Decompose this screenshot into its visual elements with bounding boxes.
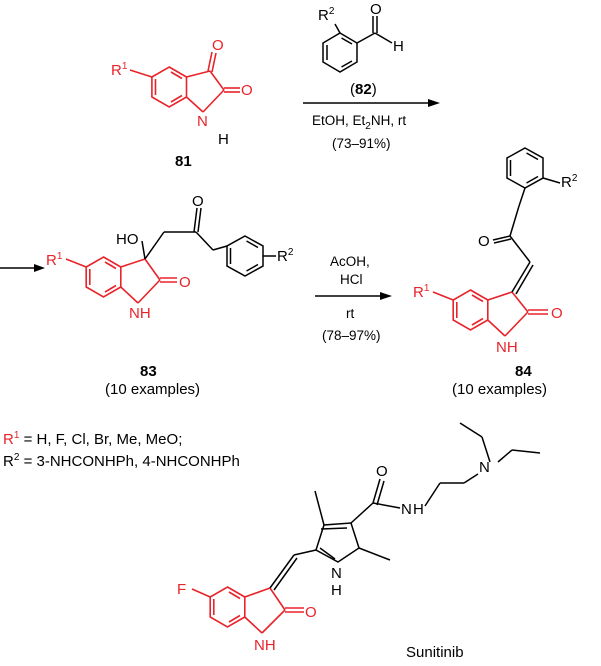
compound-83-ketone-o: O <box>192 193 204 210</box>
sunitinib-label: Sunitinib <box>406 644 464 661</box>
benzaldehyde-h: H <box>393 38 404 55</box>
sunitinib-oxindole-o: O <box>305 604 317 621</box>
step2-temperature: rt <box>346 306 354 321</box>
reagent-82-label: (82) <box>350 81 377 98</box>
reaction-arrow-step1 <box>303 99 440 107</box>
sunitinib-f: F <box>177 581 186 598</box>
step2-reagent-2: HCl <box>340 272 363 287</box>
sunitinib-amide-n: N <box>401 501 412 518</box>
compound-84-nh: NH <box>496 339 518 356</box>
compound-83-label: 83 <box>140 363 157 380</box>
sunitinib-amide-h: H <box>413 501 424 518</box>
benzaldehyde-o: O <box>370 1 382 18</box>
compound-83-amide-o: O <box>179 274 191 291</box>
step1-conditions: EtOH, Et2NH, rt <box>312 113 406 132</box>
compound-81-amide-o: O <box>241 82 253 99</box>
step2-yield: (78–97%) <box>322 328 381 343</box>
sunitinib-pyrrole-chain <box>269 422 541 591</box>
continuation-arrow <box>0 264 45 272</box>
compound-81-n: N <box>197 113 208 130</box>
compound-81-ketone-o: O <box>212 37 224 54</box>
sunitinib-oxindole <box>191 586 304 634</box>
compound-83-r2-label: R2 <box>277 247 294 265</box>
compound-84-sidechain <box>492 147 561 295</box>
compound-83-nh: NH <box>129 305 151 322</box>
r1-definition: R1 = H, F, Cl, Br, Me, MeO; <box>3 430 182 448</box>
benzaldehyde-82-structure <box>322 16 393 73</box>
compound-84-ketone-o: O <box>478 233 490 250</box>
compound-81-h: H <box>218 131 229 148</box>
compound-84-r1-label: R1 <box>413 283 430 301</box>
compound-84-structure <box>432 289 548 337</box>
compound-84-label: 84 <box>515 363 532 380</box>
compound-84-amide-o: O <box>551 305 563 322</box>
compound-83-note: (10 examples) <box>105 381 200 398</box>
sunitinib-amine-n: N <box>479 459 490 476</box>
compound-83-ho: HO <box>116 231 139 248</box>
compound-84-note: (10 examples) <box>452 381 547 398</box>
compound-83-structure <box>65 256 177 304</box>
compound-83-r1-label: R1 <box>46 251 63 269</box>
compound-84-r2-label: R2 <box>561 173 578 191</box>
step2-reagent-1: AcOH, <box>330 254 370 269</box>
reaction-arrow-step2 <box>315 292 392 300</box>
compound-81-r-label: R1 <box>111 61 128 79</box>
sunitinib-pyrrole-h: H <box>331 582 342 599</box>
sunitinib-oxindole-nh: NH <box>254 637 276 654</box>
compound-81-label: 81 <box>175 153 192 170</box>
compound-81-structure <box>129 51 240 113</box>
r2-definition: R2 = 3-NHCONHPh, 4-NHCONHPh <box>3 452 240 470</box>
compound-83-sidechain <box>141 207 276 277</box>
sunitinib-carbonyl-o: O <box>376 463 388 480</box>
benzaldehyde-r2-label: R2 <box>318 6 335 24</box>
step1-yield: (73–91%) <box>332 136 391 151</box>
sunitinib-pyrrole-n: N <box>331 565 342 582</box>
